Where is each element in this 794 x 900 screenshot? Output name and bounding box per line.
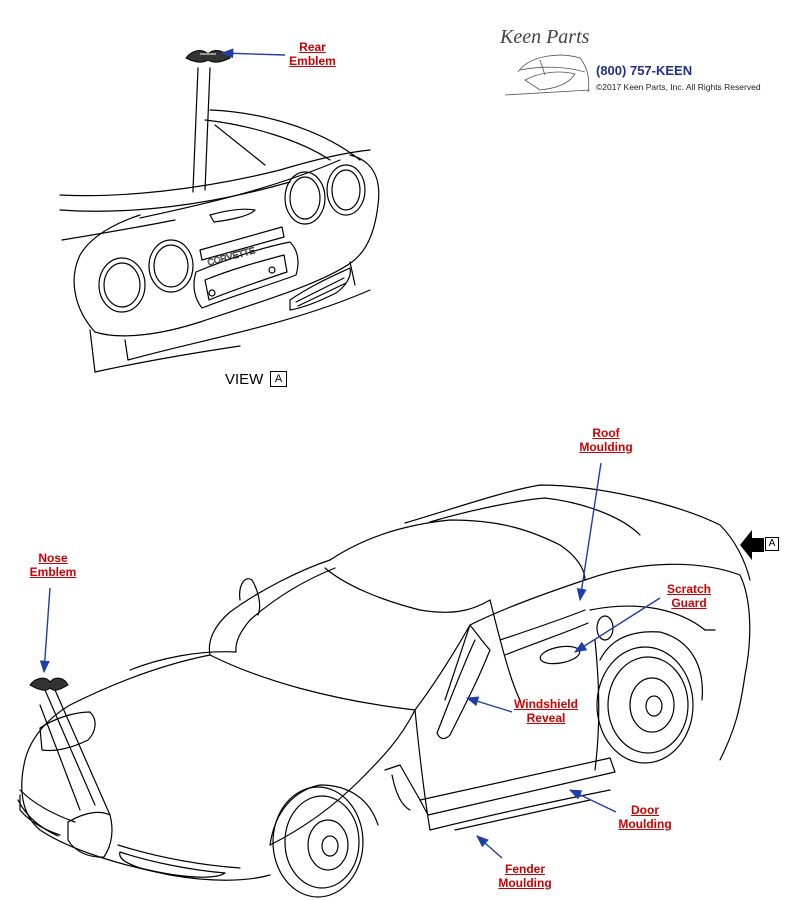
phone-number[interactable]: (800) 757-KEEN bbox=[596, 63, 693, 78]
door-moulding-label-line1: Door bbox=[631, 803, 659, 817]
scratch-guard-label-line2: Guard bbox=[671, 596, 707, 610]
door-moulding-label-line2: Moulding bbox=[618, 817, 672, 831]
roof-moulding-label-line1: Roof bbox=[592, 426, 620, 440]
scratch-guard-label[interactable]: Scratch Guard bbox=[660, 582, 718, 610]
windshield-reveal-label[interactable]: Windshield Reveal bbox=[508, 697, 584, 725]
copyright-text: ©2017 Keen Parts, Inc. All Rights Reserv… bbox=[596, 82, 761, 92]
fender-moulding-label-line2: Moulding bbox=[498, 876, 552, 890]
logo-car-sketch bbox=[504, 54, 591, 96]
callout-arrows bbox=[39, 48, 661, 859]
view-direction-arrow bbox=[740, 530, 764, 560]
view-letter-box: A bbox=[270, 371, 287, 387]
fender-moulding-label-line1: Fender bbox=[504, 862, 545, 876]
nose-emblem-part[interactable] bbox=[29, 677, 69, 691]
rear-view-drawing bbox=[59, 67, 380, 373]
scratch-guard-label-line1: Scratch bbox=[666, 582, 712, 596]
rear-emblem-label[interactable]: Rear Emblem bbox=[285, 40, 340, 68]
rear-emblem-label-line2: Emblem bbox=[289, 54, 336, 68]
direction-letter-box: A bbox=[765, 537, 779, 551]
fender-moulding-label[interactable]: Fender Moulding bbox=[494, 862, 556, 890]
windshield-reveal-label-line2: Reveal bbox=[526, 711, 566, 725]
nose-emblem-label[interactable]: Nose Emblem bbox=[25, 551, 81, 579]
door-moulding-label[interactable]: Door Moulding bbox=[614, 803, 676, 831]
view-label: VIEW bbox=[225, 371, 264, 388]
roof-moulding-label[interactable]: Roof Moulding bbox=[575, 426, 637, 454]
rear-emblem-part[interactable] bbox=[185, 50, 231, 63]
nose-emblem-label-line2: Emblem bbox=[29, 565, 77, 579]
rear-emblem-label-line1: Rear bbox=[299, 40, 326, 54]
roof-moulding-label-line2: Moulding bbox=[579, 440, 633, 454]
brand-logo: Keen Parts bbox=[500, 26, 590, 48]
car-drawing bbox=[17, 484, 751, 898]
windshield-reveal-label-line1: Windshield bbox=[514, 697, 578, 711]
plate-text: CORVETTE bbox=[206, 245, 256, 267]
nose-emblem-label-line1: Nose bbox=[38, 551, 68, 565]
